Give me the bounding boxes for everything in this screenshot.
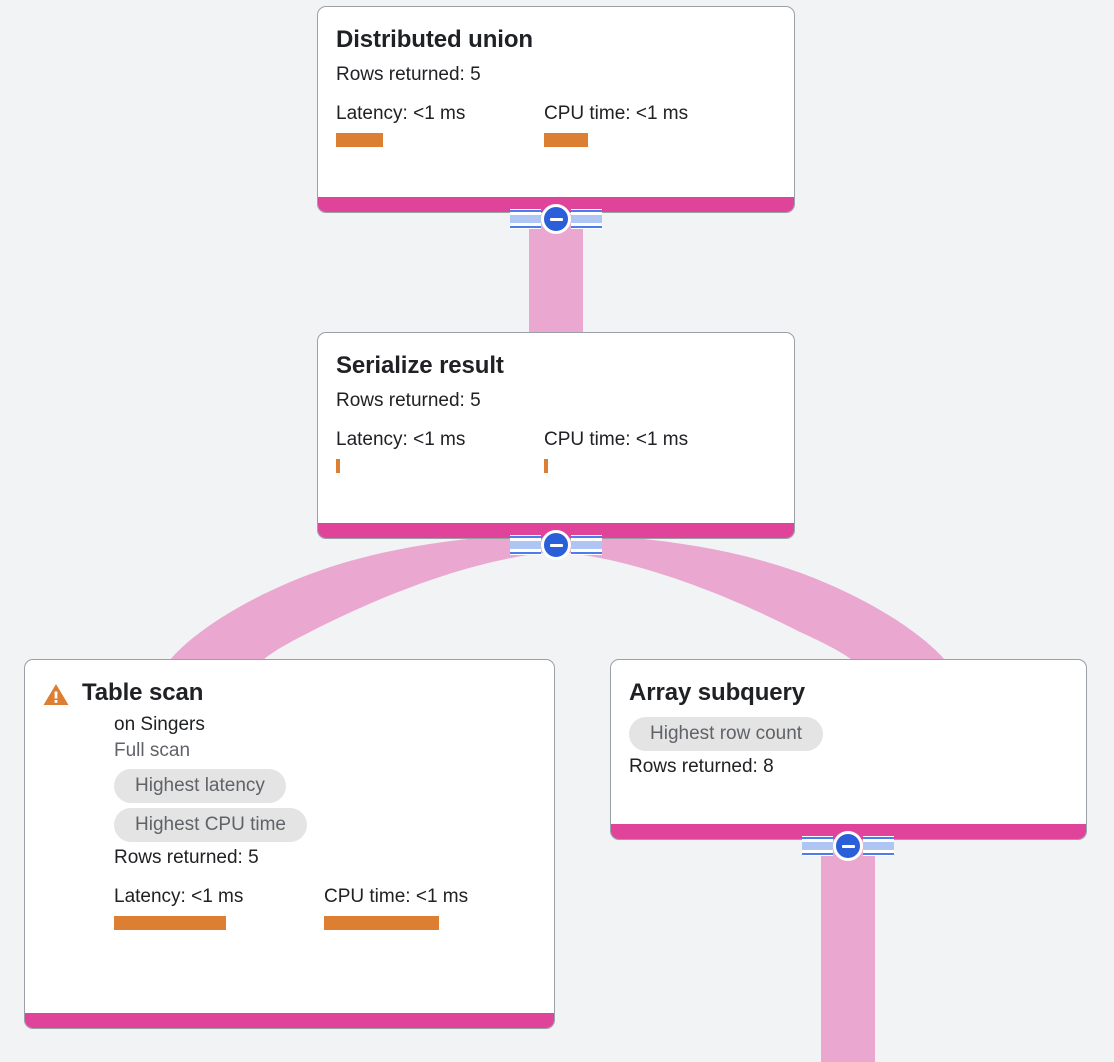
latency-metric: Latency: <1 ms [114, 885, 324, 930]
cpu-metric: CPU time: <1 ms [544, 102, 688, 147]
node-array-subquery[interactable]: Array subquery Highest row count Rows re… [610, 659, 1087, 840]
node-title: Distributed union [336, 26, 533, 53]
badge-highest-cpu-time[interactable]: Highest CPU time [114, 808, 307, 842]
rows-returned: Rows returned: 8 [629, 756, 774, 777]
node-body: Table scan on Singers Full scan Highest … [25, 660, 554, 1013]
toggle-rail-right [571, 209, 602, 229]
cpu-time-bar [544, 459, 548, 473]
cpu-time-bar [544, 133, 588, 147]
title-row: Serialize result [336, 351, 776, 385]
minus-circle-icon[interactable] [833, 831, 863, 861]
toggle-array-subquery[interactable] [802, 828, 894, 864]
toggle-rail-right [571, 535, 602, 555]
toggle-distributed-union[interactable] [510, 201, 602, 237]
toggle-rail-right [863, 836, 894, 856]
warning-triangle-icon [43, 683, 69, 711]
latency-metric: Latency: <1 ms [336, 102, 544, 147]
minus-circle-icon[interactable] [541, 204, 571, 234]
edge-serialize-result-to-array-subquery [561, 534, 945, 660]
title-row: Distributed union [336, 25, 776, 59]
node-table-scan[interactable]: Table scan on Singers Full scan Highest … [24, 659, 555, 1029]
node-accent-bar [25, 1013, 554, 1028]
cpu-metric: CPU time: <1 ms [324, 885, 468, 930]
toggle-serialize-result[interactable] [510, 527, 602, 563]
latency-bar [336, 459, 340, 473]
toggle-rail-left [510, 209, 541, 229]
title-row: Array subquery [629, 678, 1068, 712]
node-title: Array subquery [629, 679, 805, 706]
edge-array-subquery-to-below [821, 840, 875, 1062]
node-distributed-union[interactable]: Distributed union Rows returned: 5 Laten… [317, 6, 795, 213]
cpu-metric: CPU time: <1 ms [544, 428, 688, 473]
rows-returned: Rows returned: 5 [336, 390, 481, 411]
latency-label: Latency: <1 ms [114, 886, 244, 907]
cpu-time-bar [324, 916, 439, 930]
latency-label: Latency: <1 ms [336, 103, 466, 124]
cpu-time-label: CPU time: <1 ms [544, 103, 689, 124]
node-title: Table scan [82, 679, 204, 706]
node-body: Array subquery Highest row count Rows re… [611, 660, 1086, 824]
latency-label: Latency: <1 ms [336, 429, 466, 450]
badge-highest-latency[interactable]: Highest latency [114, 769, 286, 803]
node-serialize-result[interactable]: Serialize result Rows returned: 5 Latenc… [317, 332, 795, 539]
badge-list: Highest row count [629, 712, 1068, 751]
toggle-rail-left [510, 535, 541, 555]
table-scan-type: Full scan [114, 740, 191, 761]
node-body: Serialize result Rows returned: 5 Latenc… [318, 333, 794, 523]
cpu-time-label: CPU time: <1 ms [544, 429, 689, 450]
rows-returned: Rows returned: 5 [336, 64, 481, 85]
title-row: Table scan [43, 678, 536, 712]
cpu-time-label: CPU time: <1 ms [324, 886, 469, 907]
toggle-rail-left [802, 836, 833, 856]
table-scan-target: on Singers [114, 714, 205, 735]
metrics-row: Latency: <1 ms CPU time: <1 ms [336, 428, 776, 473]
minus-circle-icon[interactable] [541, 530, 571, 560]
badge-highest-row-count[interactable]: Highest row count [629, 717, 824, 751]
metrics-row: Latency: <1 ms CPU time: <1 ms [336, 102, 776, 147]
latency-metric: Latency: <1 ms [336, 428, 544, 473]
badge-list: Highest latency Highest CPU time [114, 764, 536, 842]
latency-bar [114, 916, 226, 930]
latency-bar [336, 133, 383, 147]
rows-returned: Rows returned: 5 [114, 847, 259, 868]
node-title: Serialize result [336, 352, 504, 379]
node-body: Distributed union Rows returned: 5 Laten… [318, 7, 794, 197]
table-scan-details: on Singers Full scan Highest latency Hig… [43, 712, 536, 930]
metrics-row: Latency: <1 ms CPU time: <1 ms [114, 885, 536, 930]
edge-serialize-result-to-table-scan [170, 534, 551, 660]
